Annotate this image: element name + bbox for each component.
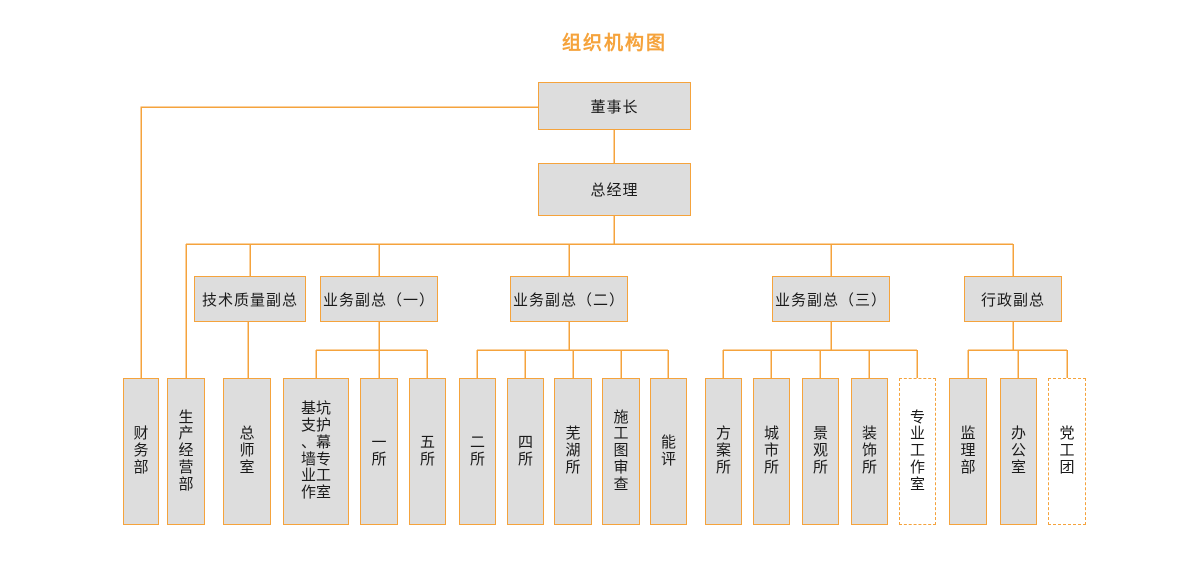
node-institute-4: 四所 (507, 378, 544, 525)
node-institute-1: 一所 (360, 378, 398, 525)
node-urban-institute: 城市所 (753, 378, 790, 525)
node-landscape-institute: 景观所 (802, 378, 839, 525)
node-label: 二所 (469, 433, 485, 468)
node-label: 施工图审查 (613, 408, 629, 493)
node-finance-dept: 财务部 (123, 378, 159, 525)
node-deputy-business-3: 业务副总（三） (772, 276, 890, 322)
node-label: 芜湖所 (565, 425, 581, 476)
node-label: 五所 (419, 433, 435, 468)
node-label: 四所 (517, 433, 533, 468)
node-deputy-tech-quality: 技术质量副总 (194, 276, 306, 322)
node-energy-assessment: 能评 (650, 378, 687, 525)
node-label: 办公室 (1010, 425, 1026, 476)
node-label: 技术质量副总 (201, 291, 298, 309)
node-scheme-institute: 方案所 (705, 378, 742, 525)
node-chief-engineer-office: 总师室 (223, 378, 271, 525)
node-label: 党工团 (1059, 425, 1075, 476)
node-institute-5: 五所 (409, 378, 446, 525)
node-foundation-pit-curtain-wall-studio: 基坑支护、幕墙专业工作室 (283, 378, 349, 525)
node-party-union: 党工团 (1048, 378, 1086, 525)
node-professional-studio: 专业工作室 (899, 378, 936, 525)
node-label: 基坑支护、幕墙专业工作室 (300, 400, 331, 502)
node-label: 业务副总（三） (774, 291, 887, 309)
node-label: 董事长 (590, 98, 639, 116)
node-label: 能评 (660, 433, 676, 468)
node-label: 监理部 (960, 425, 976, 476)
node-label: 行政副总 (980, 291, 1045, 309)
node-deputy-business-2: 业务副总（二） (510, 276, 628, 322)
node-deputy-admin: 行政副总 (964, 276, 1062, 322)
node-deputy-business-1: 业务副总（一） (320, 276, 438, 322)
node-label: 业务副总（一） (322, 291, 435, 309)
node-label: 财务部 (133, 425, 149, 476)
node-label: 方案所 (715, 425, 731, 476)
node-label: 总师室 (239, 425, 255, 476)
node-decoration-institute: 装饰所 (851, 378, 888, 525)
page-title: 组织机构图 (561, 33, 667, 54)
node-chairman: 董事长 (538, 82, 691, 130)
node-supervision-dept: 监理部 (949, 378, 987, 525)
node-label: 总经理 (590, 182, 639, 199)
node-label: 生产经营部 (178, 408, 194, 493)
node-general-manager: 总经理 (538, 163, 691, 216)
node-institute-2: 二所 (459, 378, 496, 525)
node-general-office: 办公室 (1000, 378, 1037, 525)
node-label: 专业工作室 (909, 408, 925, 493)
node-wuhu-institute: 芜湖所 (554, 378, 592, 525)
node-construction-drawing-review: 施工图审查 (602, 378, 640, 525)
node-label: 装饰所 (861, 425, 877, 476)
node-label: 城市所 (763, 425, 779, 476)
node-production-operations-dept: 生产经营部 (167, 378, 205, 525)
node-label: 业务副总（二） (512, 291, 625, 309)
node-label: 一所 (371, 433, 387, 468)
node-label: 景观所 (812, 425, 828, 476)
